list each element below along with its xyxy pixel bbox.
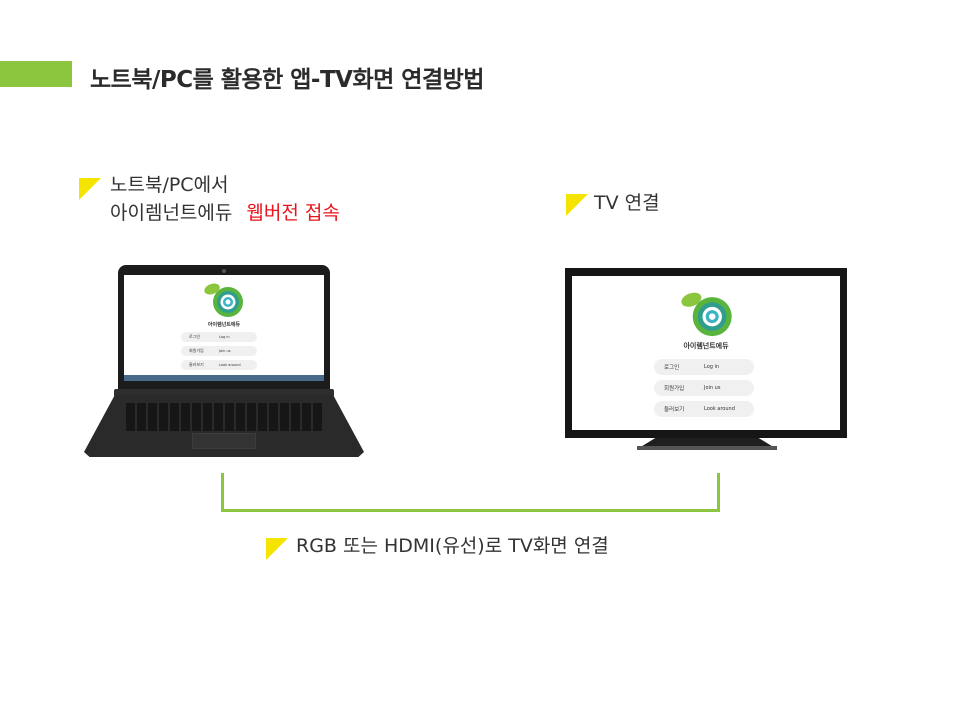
tv-app-brand: 아이렘넌트에듀 [683, 342, 729, 350]
laptop-label-marker [79, 178, 101, 200]
tv-menu-login: 로그인 Log in [654, 359, 754, 375]
laptop-lid: 아이렘넌트에듀 로그인 Log in 회원가입 Join us 둘러보기 Loo… [118, 265, 330, 391]
tv-menu-login-label: 로그인 [664, 365, 680, 371]
title-accent-bar [0, 61, 72, 87]
laptop-menu-join-value: Join us [219, 349, 231, 353]
laptop-app-screen: 아이렘넌트에듀 로그인 Log in 회원가입 Join us 둘러보기 Loo… [124, 275, 324, 381]
laptop-menu-browse-value: Look around [219, 363, 241, 367]
laptop-menu-join-label: 회원가입 [189, 348, 204, 353]
tv-label: TV 연결 [594, 192, 660, 214]
tv-app-screen: 아이렘넌트에듀 로그인 Log in 회원가입 Join us 둘러보기 Loo… [572, 276, 840, 430]
connection-label-marker [266, 538, 288, 560]
laptop-menu-login: 로그인 Log in [181, 332, 257, 342]
laptop-camera [222, 269, 226, 273]
laptop-menu-login-label: 로그인 [189, 334, 201, 339]
laptop-label-line1: 노트북/PC에서 [110, 174, 229, 196]
tv-stand [639, 438, 775, 448]
laptop-menu-join: 회원가입 Join us [181, 346, 257, 356]
laptop-image: 아이렘넌트에듀 로그인 Log in 회원가입 Join us 둘러보기 Loo… [84, 265, 364, 460]
laptop-label-app-name: 아이렘넌트에듀 [110, 202, 233, 224]
laptop-menu-browse: 둘러보기 Look around [181, 360, 257, 370]
tv-image: 아이렘넌트에듀 로그인 Log in 회원가입 Join us 둘러보기 Loo… [565, 268, 847, 450]
tv-menu-join-value: Join us [704, 385, 721, 391]
laptop-taskbar [124, 375, 324, 381]
tv-menu-browse-label: 둘러보기 [664, 407, 685, 413]
connection-line [221, 473, 720, 512]
tv-leaf-logo-icon [681, 292, 732, 337]
laptop-label-web-access: 웹버전 접속 [246, 202, 340, 224]
tv-screen: 아이렘넌트에듀 로그인 Log in 회원가입 Join us 둘러보기 Loo… [572, 276, 840, 430]
laptop-menu-browse-label: 둘러보기 [189, 362, 204, 367]
tv-menu-join: 회원가입 Join us [654, 380, 754, 396]
tv-menu-browse-value: Look around [704, 406, 735, 412]
laptop-menu-login-value: Log in [219, 335, 230, 339]
laptop-touchpad [192, 433, 256, 449]
tv-menu-browse: 둘러보기 Look around [654, 401, 754, 417]
laptop-hinge [114, 389, 334, 397]
leaf-logo-icon [204, 283, 243, 317]
connection-label: RGB 또는 HDMI(유선)로 TV화면 연결 [296, 535, 609, 557]
laptop-keyboard [126, 403, 322, 431]
laptop-label-line2: 아이렘넌트에듀 웹버전 접속 [110, 200, 340, 226]
laptop-app-brand: 아이렘넌트에듀 [207, 322, 241, 328]
tv-frame: 아이렘넌트에듀 로그인 Log in 회원가입 Join us 둘러보기 Loo… [565, 268, 847, 438]
laptop-screen: 아이렘넌트에듀 로그인 Log in 회원가입 Join us 둘러보기 Loo… [124, 275, 324, 381]
page-title: 노트북/PC를 활용한 앱-TV화면 연결방법 [90, 67, 484, 93]
tv-label-marker [566, 194, 588, 216]
tv-menu-login-value: Log in [704, 364, 720, 370]
tv-stand-base [637, 446, 777, 450]
tv-menu-join-label: 회원가입 [664, 386, 685, 392]
